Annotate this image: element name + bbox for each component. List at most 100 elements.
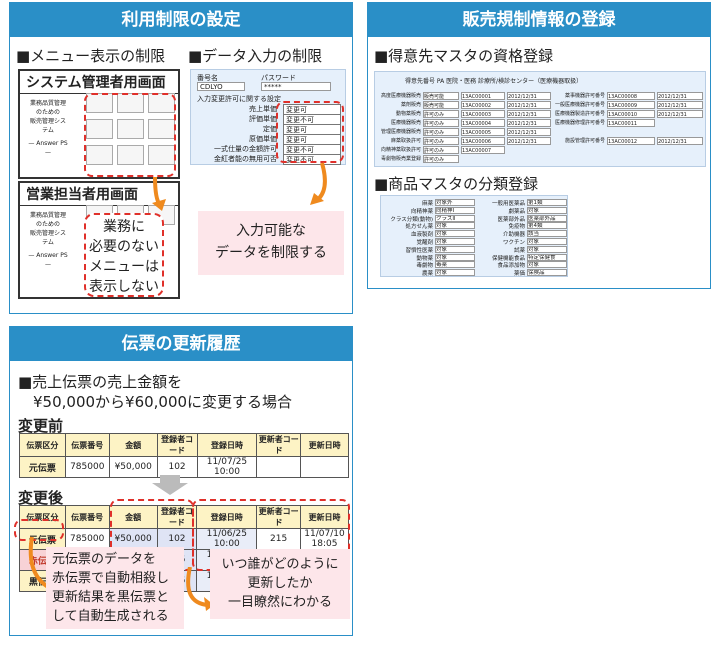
form-row-label: 定価 bbox=[263, 125, 277, 133]
table-cell: 11/07/25 10:00 bbox=[196, 456, 258, 478]
product-row: 血液製剤対象 bbox=[383, 230, 477, 238]
product-select[interactable]: 対象 bbox=[435, 238, 475, 245]
product-select[interactable]: 対象 bbox=[435, 253, 475, 261]
customer-cell: 2012/12/31 bbox=[657, 92, 703, 100]
qualification-select[interactable]: 販売可能 bbox=[423, 101, 459, 109]
product-select[interactable]: 対象 bbox=[435, 269, 475, 277]
menu-button[interactable] bbox=[117, 145, 144, 165]
password-field[interactable]: ***** bbox=[261, 82, 331, 91]
table-header: 更新日時 bbox=[300, 433, 349, 457]
password-label: パスワード bbox=[261, 74, 296, 82]
customer-cell: 医療機器修理許可番号 bbox=[555, 120, 605, 126]
product-select[interactable]: 向精神Ⅰ bbox=[435, 206, 475, 214]
callout-line: 入力可能な bbox=[236, 223, 306, 239]
section-menu-restriction: ■メニュー表示の制限 bbox=[16, 47, 166, 65]
qualification-select[interactable]: 販売可能 bbox=[423, 92, 459, 100]
panel-slip-history: 伝票の更新履歴 ■売上伝票の売上金額を ¥50,000から¥60,000に変更す… bbox=[9, 326, 353, 636]
product-select[interactable]: 該当 bbox=[527, 230, 567, 238]
qualification-select[interactable]: 許可のみ bbox=[423, 155, 459, 163]
table-header: 更新者コード bbox=[256, 433, 302, 457]
customer-cell: 医療機器製造許可番号 bbox=[555, 111, 605, 117]
product-select[interactable]: 毒薬 bbox=[435, 261, 475, 269]
input-restriction-form: 番号名 パスワード CDLYO ***** 入力変更許可に関する設定 売上単価変… bbox=[190, 69, 346, 165]
menu-button[interactable] bbox=[86, 145, 113, 165]
product-select[interactable]: 保険品 bbox=[527, 269, 567, 277]
product-select[interactable]: 第1類 bbox=[527, 199, 567, 206]
product-select[interactable]: クラスⅡ bbox=[435, 214, 475, 222]
customer-cell: 麻薬取扱許可 bbox=[390, 138, 421, 144]
qualification-select[interactable]: 許可のみ bbox=[423, 119, 459, 127]
product-label: 動物薬 bbox=[416, 255, 433, 262]
product-row: 食品添加物対象 bbox=[475, 261, 569, 269]
user-field[interactable]: CDLYO bbox=[197, 82, 245, 91]
customer-cell: 2012/12/31 bbox=[507, 101, 551, 109]
table-header: 伝票番号 bbox=[64, 505, 110, 529]
product-row: 麻薬対象外 bbox=[383, 199, 477, 207]
form-row-label: 売上単価 bbox=[249, 105, 277, 113]
arrow-icon bbox=[186, 567, 214, 611]
section-customer-qualification: ■得意先マスタの資格登録 bbox=[374, 47, 554, 65]
panel-title: 伝票の更新履歴 bbox=[10, 327, 352, 361]
menu-button[interactable] bbox=[86, 119, 113, 139]
product-label: 保健機能食品 bbox=[491, 255, 525, 262]
customer-cell: 13AC00003 bbox=[461, 110, 505, 118]
sys-text: — Answer PS — bbox=[28, 252, 68, 268]
product-select[interactable]: 対象外 bbox=[435, 199, 475, 206]
hidden-menu-highlight bbox=[84, 93, 176, 177]
table-cell bbox=[256, 456, 302, 478]
callout-line: 必要のない bbox=[89, 239, 159, 255]
panel-title: 販売規制情報の登録 bbox=[368, 3, 710, 37]
qualification-select[interactable]: 許可のみ bbox=[423, 110, 459, 118]
product-label: 試薬 bbox=[513, 247, 525, 254]
product-select[interactable]: 特定保健食 bbox=[527, 253, 567, 261]
customer-cell: 13AC00006 bbox=[461, 137, 505, 145]
red-slip-highlight bbox=[14, 519, 64, 541]
product-select[interactable]: 対象 bbox=[527, 206, 567, 214]
menu-restriction-callout: 業務に 必要のない メニューは 表示しない bbox=[84, 213, 164, 297]
panel-sales-regulation: 販売規制情報の登録 ■得意先マスタの資格登録 得意先番号 PA 医院・医務 診療… bbox=[367, 2, 711, 289]
product-select[interactable]: 対象 bbox=[527, 238, 567, 245]
product-row: 向精神薬向精神Ⅰ bbox=[383, 206, 477, 215]
customer-line: 得意先番号 PA 医院・医務 診療所/検診センター（医療機器取扱） bbox=[405, 78, 583, 85]
customer-cell: 毒劇物販売業登録 bbox=[380, 156, 421, 162]
menu-button[interactable] bbox=[117, 119, 144, 139]
customer-cell: 高度医療機器販売 bbox=[380, 93, 421, 99]
product-select[interactable]: 対象 bbox=[435, 222, 475, 230]
product-select[interactable]: 対象 bbox=[527, 261, 567, 269]
product-label: 劇薬品 bbox=[508, 208, 525, 215]
product-label: 毒劇物 bbox=[416, 263, 433, 270]
product-select[interactable]: 対象 bbox=[527, 245, 567, 253]
table-cell: 11/07/10 18:05 bbox=[300, 528, 349, 550]
table-cell: 11/06/25 10:00 bbox=[196, 528, 258, 550]
customer-cell: 2012/12/31 bbox=[657, 110, 703, 118]
product-select[interactable]: 対象 bbox=[435, 245, 475, 253]
qualification-select[interactable]: 許可のみ bbox=[423, 146, 459, 154]
customer-cell: 2012/12/31 bbox=[657, 137, 703, 145]
form-row-label: 一式仕量の金額許可 bbox=[214, 145, 277, 153]
table-cell: 785000 bbox=[64, 456, 110, 478]
product-select[interactable]: 医薬部外品 bbox=[527, 214, 567, 222]
callout-line: 赤伝票で自動相殺し bbox=[52, 571, 170, 586]
input-field-highlight bbox=[276, 101, 344, 163]
product-select[interactable]: 対象 bbox=[435, 230, 475, 238]
form-row-label: 金紅者能の無用可否 bbox=[214, 155, 277, 163]
customer-cell: 薬剤販売 bbox=[400, 102, 421, 108]
sys-text: 業務品質管理のための bbox=[29, 100, 66, 116]
product-select[interactable]: 第4類 bbox=[527, 222, 567, 230]
table-header: 更新者コード bbox=[256, 505, 302, 529]
description-line: ¥50,000から¥60,000に変更する場合 bbox=[18, 393, 293, 411]
qualification-select[interactable]: 許可のみ bbox=[423, 128, 459, 136]
product-label: 麻薬 bbox=[421, 201, 433, 207]
product-label: ワクチン bbox=[502, 240, 525, 246]
customer-cell: 医療機器販売 bbox=[390, 120, 421, 126]
system-admin-window: システム管理者用画面 業務品質管理のための 販売管理システム — Answer … bbox=[18, 69, 180, 179]
customer-cell: 一般医療機器許可番号 bbox=[555, 102, 605, 108]
sys-text: 業務品質管理のための bbox=[29, 212, 66, 228]
qualification-select[interactable]: 許可のみ bbox=[423, 137, 459, 145]
customer-cell: 管理医療機器販売 bbox=[380, 129, 421, 135]
before-label: 変更前 bbox=[18, 417, 64, 435]
table-cell: 元伝票 bbox=[19, 456, 66, 478]
